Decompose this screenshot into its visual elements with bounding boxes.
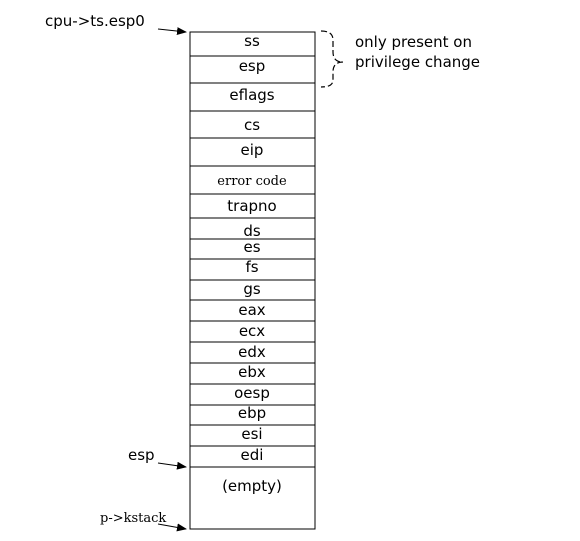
stack-slot-edi: edi <box>241 446 264 464</box>
stack-slot-esp: esp <box>239 57 266 75</box>
stack-slot-ecx: ecx <box>239 322 265 340</box>
stack-slot-oesp: oesp <box>234 384 270 402</box>
pointer-top-arrow <box>157 27 187 36</box>
stack-slot-es: es <box>243 238 260 256</box>
stack-slot-ss: ss <box>244 32 260 50</box>
stack-slot-ebp: ebp <box>238 404 266 422</box>
pointer-esp-arrow <box>157 461 187 470</box>
stack-slot-trapno: trapno <box>227 197 276 215</box>
stack-slot-cs: cs <box>244 116 260 134</box>
stack-slot-ebx: ebx <box>238 363 266 381</box>
pointer-kstack-arrow <box>157 523 187 532</box>
stack-slot-error-code: error code <box>217 174 287 189</box>
stack-slot-gs: gs <box>243 280 261 298</box>
pointer-esp-label: esp <box>128 446 155 464</box>
stack-slot-ds: ds <box>243 222 261 240</box>
pointer-top-label: cpu->ts.esp0 <box>45 12 145 30</box>
stack-slot-eax: eax <box>238 301 265 319</box>
annotation-line-2: privilege change <box>355 53 480 71</box>
stack-slot-esi: esi <box>241 425 262 443</box>
pointer-kstack-label: p->kstack <box>100 511 166 526</box>
privilege-change-brace <box>320 30 344 88</box>
stack-slot-eip: eip <box>241 141 264 159</box>
annotation-line-1: only present on <box>355 33 472 51</box>
stack-slot-eflags: eflags <box>229 86 274 104</box>
stack-slot-dividers <box>190 55 315 468</box>
stack-slot-edx: edx <box>238 343 266 361</box>
stack-slot-fs: fs <box>245 258 258 276</box>
stack-slot-empty: (empty) <box>222 477 282 495</box>
